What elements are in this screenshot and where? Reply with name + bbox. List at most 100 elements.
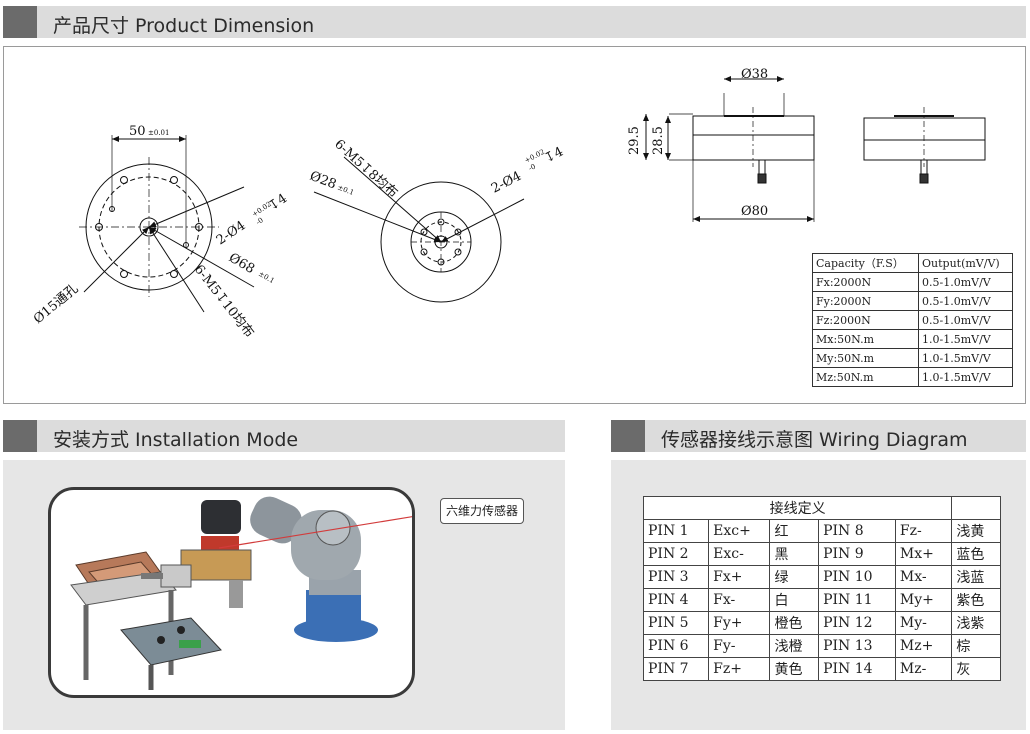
wiring-header-cell: 接线定义 <box>642 496 953 520</box>
table-cell: Fy- <box>708 634 771 658</box>
table-cell: Mx:50N.m <box>812 329 919 349</box>
table-cell: My:50N.m <box>812 348 919 368</box>
table-cell: 0.5-1.0mV/V <box>918 291 1013 311</box>
middle-view <box>313 156 525 303</box>
table-cell: PIN 13 <box>818 634 896 658</box>
table-cell: Mx- <box>894 565 953 589</box>
table-cell: PIN 7 <box>642 657 710 681</box>
table-cell: 浅黄 <box>951 519 1001 543</box>
sensor-callout: 六维力传感器 <box>440 498 524 524</box>
table-cell: 浅紫 <box>951 611 1001 635</box>
table-cell: PIN 10 <box>818 565 896 589</box>
side-top-dia: Ø38 <box>741 67 768 82</box>
robot-scene-image <box>70 496 412 690</box>
dimension-header: 产品尺寸 Product Dimension <box>3 6 1026 38</box>
side-height-total: 29.5 <box>627 126 642 155</box>
table-cell: 紫色 <box>951 588 1001 612</box>
table-cell: Fy:2000N <box>812 291 919 311</box>
install-title: 安装方式 Installation Mode <box>53 429 299 451</box>
mid-hole-tol-down: -0 <box>527 163 537 173</box>
table-cell: 1.0-1.5mV/V <box>918 348 1013 368</box>
table-cell: PIN 11 <box>818 588 896 612</box>
table-cell: Fz+ <box>708 657 771 681</box>
left-hole-tol-down: -0 <box>255 216 265 226</box>
installation-illustration <box>48 487 415 698</box>
table-cell: Mz+ <box>894 634 953 658</box>
install-header: 安装方式 Installation Mode <box>3 420 565 452</box>
table-cell: Mz:50N.m <box>812 367 919 387</box>
table-cell: 棕 <box>951 634 1001 658</box>
table-cell: 1.0-1.5mV/V <box>918 367 1013 387</box>
output-header: Output(mV/V) <box>918 253 1013 273</box>
table-cell: Fz- <box>894 519 953 543</box>
table-cell: Fx+ <box>708 565 771 589</box>
table-cell: PIN 9 <box>818 542 896 566</box>
table-cell: Fz:2000N <box>812 310 919 330</box>
mid-pcd-tol: ±0.1 <box>336 183 355 197</box>
table-cell: 0.5-1.0mV/V <box>918 310 1013 330</box>
table-cell: Exc+ <box>708 519 771 543</box>
left-width-tol: ±0.01 <box>148 129 169 137</box>
table-cell: PIN 6 <box>642 634 710 658</box>
dimension-drawing-panel: 50 ±0.01 2-Ø4 +0.02 -0 ↧4 Ø15通孔 Ø68 ±0.1… <box>3 46 1026 404</box>
table-cell: 白 <box>769 588 820 612</box>
table-cell: Fx:2000N <box>812 272 919 292</box>
header-square-icon <box>3 420 37 452</box>
table-cell: PIN 2 <box>642 542 710 566</box>
mid-pcd-label: Ø28 <box>308 169 339 193</box>
mid-hole-label: 2-Ø4 <box>489 169 524 197</box>
middle-view-labels: 6-M5↧8均布 Ø28 ±0.1 2-Ø4 +0.02 -0 ↧4 <box>308 137 566 201</box>
side-view-labels: Ø38 29.5 28.5 Ø80 <box>627 67 768 219</box>
table-cell: 0.5-1.0mV/V <box>918 272 1013 292</box>
left-hole-depth: ↧4 <box>266 191 290 214</box>
table-cell: 橙色 <box>769 611 820 635</box>
table-cell: PIN 4 <box>642 588 710 612</box>
wiring-header: 传感器接线示意图 Wiring Diagram <box>611 420 1026 452</box>
table-cell: Mx+ <box>894 542 953 566</box>
table-cell: 浅蓝 <box>951 565 1001 589</box>
wiring-header-row: 接线定义 <box>642 496 1001 520</box>
table-cell: 绿 <box>769 565 820 589</box>
left-view <box>79 135 255 313</box>
mid-hole-depth: ↧4 <box>542 144 566 166</box>
table-cell: 1.0-1.5mV/V <box>918 329 1013 349</box>
header-square-icon <box>611 420 645 452</box>
dimension-title: 产品尺寸 Product Dimension <box>53 15 315 37</box>
header-square-icon <box>3 6 37 38</box>
table-cell: 黄色 <box>769 657 820 681</box>
table-cell <box>951 496 1001 520</box>
table-cell: PIN 5 <box>642 611 710 635</box>
side-bottom-dia: Ø80 <box>741 204 768 219</box>
left-outer-tol: ±0.1 <box>257 270 276 285</box>
left-hole-label: 2-Ø4 <box>214 218 249 248</box>
table-cell: 浅橙 <box>769 634 820 658</box>
wiring-title: 传感器接线示意图 Wiring Diagram <box>661 429 968 451</box>
left-width-dim: 50 <box>129 124 146 139</box>
left-outer-dia: Ø68 <box>226 250 257 277</box>
table-cell: PIN 8 <box>818 519 896 543</box>
capacity-header: Capacity（F.S） <box>812 253 919 273</box>
table-cell: PIN 12 <box>818 611 896 635</box>
table-cell: 黑 <box>769 542 820 566</box>
table-cell: 蓝色 <box>951 542 1001 566</box>
table-cell: My- <box>894 611 953 635</box>
table-cell: 红 <box>769 519 820 543</box>
table-cell: PIN 3 <box>642 565 710 589</box>
table-cell: 灰 <box>951 657 1001 681</box>
table-header-row: Capacity（F.S） Output(mV/V) <box>812 253 1013 273</box>
table-cell: Fx- <box>708 588 771 612</box>
table-cell: Exc- <box>708 542 771 566</box>
dimension-drawing: 50 ±0.01 2-Ø4 +0.02 -0 ↧4 Ø15通孔 Ø68 ±0.1… <box>31 67 986 341</box>
